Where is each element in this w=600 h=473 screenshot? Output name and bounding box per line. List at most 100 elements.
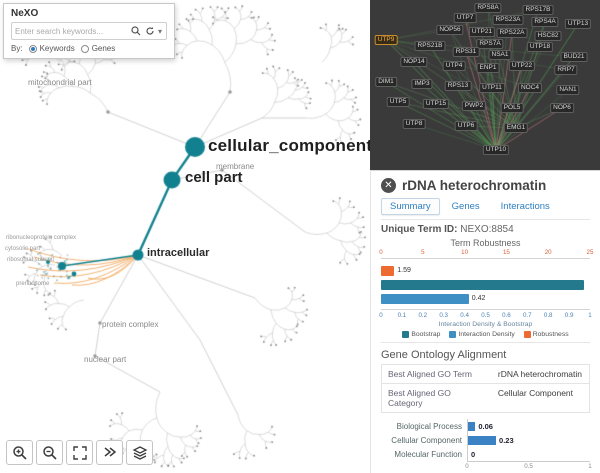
- radio-genes[interactable]: Genes: [80, 44, 116, 53]
- bottom-axis-tick: 0.3: [439, 312, 448, 319]
- network-node-imp3[interactable]: IMP3: [411, 79, 433, 89]
- legend-item-interaction-density: Interaction Density: [449, 331, 515, 338]
- network-node-rps8a[interactable]: RPS8A: [474, 3, 502, 13]
- network-node-rrp7[interactable]: RRP7: [554, 65, 578, 75]
- search-box: ▾: [11, 22, 167, 40]
- network-node-rps31[interactable]: RPS31: [452, 47, 480, 57]
- radio-genes-label: Genes: [91, 44, 116, 53]
- network-node-rps21b[interactable]: RPS21B: [414, 41, 446, 51]
- tree-node-cytosolic-part[interactable]: cytosolic part: [5, 246, 41, 252]
- close-icon[interactable]: ✕: [381, 178, 396, 193]
- collapse-button[interactable]: [96, 440, 123, 465]
- network-node-rps4a[interactable]: RPS4A: [531, 17, 559, 27]
- tree-node-ribosomal-subunit[interactable]: ribosomal subunit: [7, 257, 55, 263]
- network-node-rps7a[interactable]: RPS7A: [476, 39, 504, 49]
- bottom-axis-tick: 0.9: [564, 312, 574, 319]
- refresh-icon[interactable]: [143, 24, 157, 38]
- network-node-pwp2[interactable]: PWP2: [461, 101, 487, 111]
- top-axis-tick: 20: [544, 249, 552, 256]
- robustness-legend: Bootstrap Interaction Density Robustness: [381, 331, 590, 338]
- network-node-utp7[interactable]: UTP7: [453, 13, 477, 23]
- ontology-tree-canvas[interactable]: [0, 0, 370, 473]
- network-node-nop6[interactable]: NOP6: [550, 103, 574, 113]
- divider: [381, 219, 590, 220]
- network-node-utp9[interactable]: UTP9: [374, 35, 398, 45]
- app-title: NeXO: [11, 8, 39, 19]
- zoom-out-button[interactable]: [36, 440, 63, 465]
- top-axis-tick: 0: [379, 249, 383, 256]
- go-term-label: Best Aligned GO Term: [388, 369, 472, 379]
- go-chart-bar: [468, 435, 497, 445]
- network-node-emg1[interactable]: EMG1: [503, 123, 529, 133]
- network-node-dim1[interactable]: DIM1: [375, 77, 397, 87]
- search-input[interactable]: [15, 26, 129, 36]
- tab-genes[interactable]: Genes: [451, 201, 480, 212]
- network-node-utp15[interactable]: UTP15: [422, 99, 450, 109]
- term-robustness-title: Term Robustness: [450, 238, 521, 248]
- bottom-axis-tick: 0: [379, 312, 383, 319]
- legend-label: Robustness: [532, 331, 569, 338]
- network-node-noc4[interactable]: NOC4: [517, 83, 543, 93]
- go-axis-tick: 0.5: [524, 463, 533, 470]
- network-node-rps17b[interactable]: RPS17B: [522, 5, 554, 15]
- tree-node-intracellular[interactable]: intracellular: [147, 247, 210, 259]
- network-node-utp13[interactable]: UTP13: [564, 19, 592, 29]
- network-node-utp11[interactable]: UTP11: [479, 83, 505, 93]
- network-node-utp5[interactable]: UTP5: [386, 97, 410, 107]
- network-node-utp10[interactable]: UTP10: [482, 145, 510, 155]
- top-axis-tick: 15: [502, 249, 510, 256]
- double-chevron-icon: [104, 446, 116, 457]
- network-node-rps22a[interactable]: RPS22A: [496, 28, 528, 38]
- legend-label: Interaction Density: [458, 331, 515, 338]
- tree-node-preribosome[interactable]: preribosome: [16, 281, 50, 287]
- fullscreen-button[interactable]: [66, 440, 93, 465]
- network-node-bud21[interactable]: BUD21: [560, 52, 588, 62]
- tree-node-protein-complex[interactable]: protein complex: [102, 320, 159, 329]
- bottom-axis-tick: 0.5: [481, 312, 490, 319]
- tree-node-nuclear-part[interactable]: nuclear part: [84, 355, 127, 364]
- network-node-hsc82[interactable]: HSC82: [534, 31, 562, 41]
- network-node-rps23a[interactable]: RPS23A: [492, 15, 524, 25]
- network-node-rps13[interactable]: RPS13: [444, 81, 472, 91]
- zoom-in-button[interactable]: [6, 440, 33, 465]
- unique-term-id-value: NEXO:8854: [460, 224, 514, 235]
- network-node-nop56[interactable]: NOP56: [436, 25, 464, 35]
- legend-swatch: [449, 331, 457, 338]
- bottom-axis-tick: 0.4: [460, 312, 469, 319]
- table-row: Best Aligned GO Category Cellular Compon…: [382, 384, 589, 413]
- legend-swatch: [523, 331, 531, 338]
- tree-node-cellular-component[interactable]: cellular_component: [208, 136, 370, 155]
- zoom-in-icon: [12, 445, 27, 460]
- radio-keywords[interactable]: Keywords: [28, 44, 75, 53]
- network-node-nan1[interactable]: NAN1: [556, 85, 580, 95]
- network-node-utp21[interactable]: UTP21: [468, 27, 496, 37]
- tree-node-ribonucleoprotein-complex[interactable]: ribonucleoprotein complex: [6, 235, 77, 241]
- network-node-nop14[interactable]: NOP14: [400, 57, 428, 67]
- tab-summary[interactable]: Summary: [381, 198, 440, 215]
- go-axis-tick: 1: [588, 463, 592, 470]
- tree-node-membrane[interactable]: membrane: [216, 162, 255, 171]
- network-node-utp4[interactable]: UTP4: [442, 61, 466, 71]
- tree-node-cell-part[interactable]: cell part: [185, 169, 243, 186]
- network-node-pol5[interactable]: POL5: [500, 103, 524, 113]
- legend-item-bootstrap: Bootstrap: [402, 331, 440, 338]
- go-axis-tick: 0: [465, 463, 469, 470]
- network-node-utp18[interactable]: UTP18: [526, 42, 554, 52]
- bottom-axis-tick: 0.7: [522, 312, 532, 319]
- layers-button[interactable]: [126, 440, 153, 465]
- tree-node-mitochondrial-part[interactable]: mitochondrial part: [28, 78, 92, 87]
- network-node-utp22[interactable]: UTP22: [508, 61, 536, 71]
- network-node-utp6[interactable]: UTP6: [454, 121, 478, 131]
- tab-interactions[interactable]: Interactions: [500, 201, 550, 212]
- search-icon[interactable]: [129, 24, 143, 38]
- network-node-enp1[interactable]: ENP1: [476, 63, 500, 73]
- chevron-down-icon[interactable]: ▾: [157, 26, 162, 36]
- term-detail-panel: ✕ rDNA heterochromatin Summary Genes Int…: [370, 170, 600, 473]
- network-node-utp8[interactable]: UTP8: [402, 119, 426, 129]
- bar-bootstrap: [381, 279, 584, 290]
- go-chart-bar-area: 0: [467, 447, 590, 461]
- network-node-nsa1[interactable]: NSA1: [488, 50, 512, 60]
